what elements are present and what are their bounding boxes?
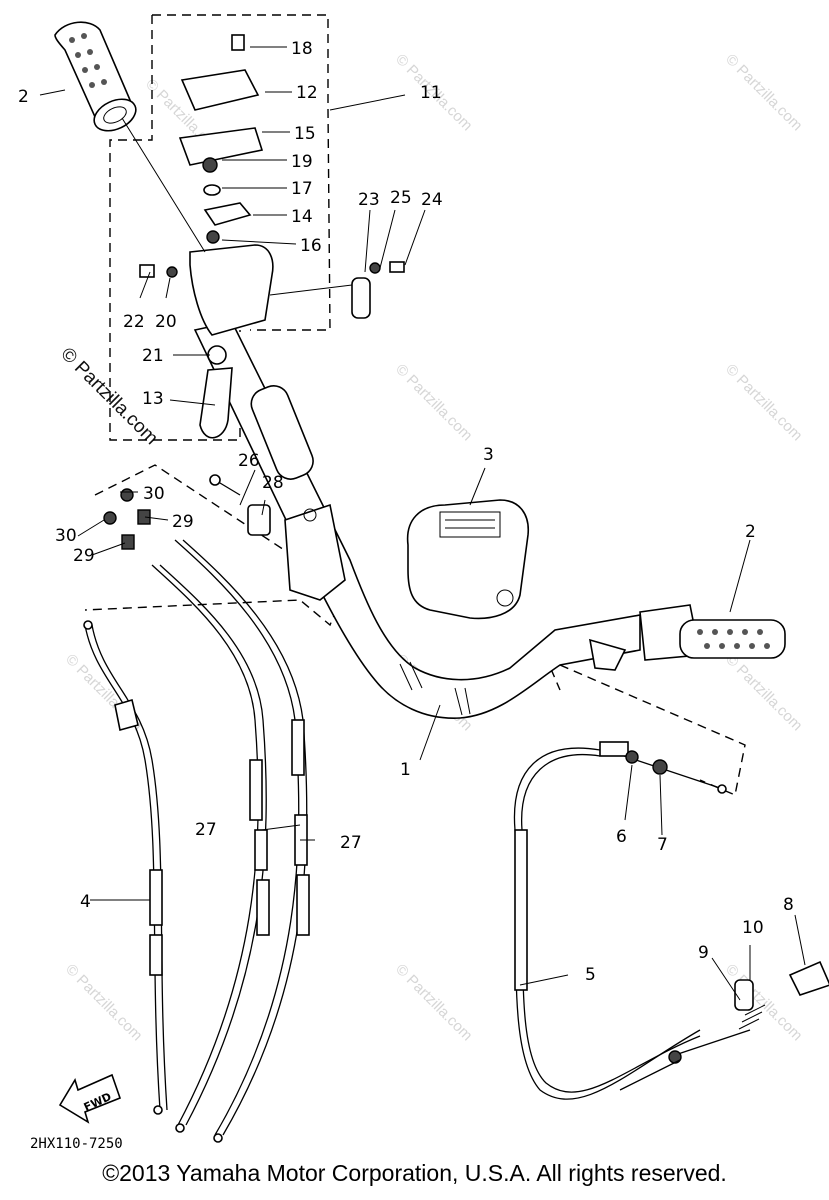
callout-3: 3 [483, 445, 494, 465]
callout-22: 22 [123, 312, 145, 332]
callout-7: 7 [657, 835, 668, 855]
callout-15: 15 [294, 124, 316, 144]
lever-kit-box [84, 464, 346, 627]
left-switch-body [139, 34, 405, 439]
watermark: © Partzilla.com [392, 961, 475, 1044]
callout-29-left: 29 [73, 546, 95, 566]
callout-19: 19 [291, 152, 313, 172]
callout-27-left: 27 [195, 820, 217, 840]
callout-17: 17 [291, 179, 313, 199]
callout-21: 21 [142, 346, 164, 366]
callout-20: 20 [155, 312, 177, 332]
callout-29-right: 29 [172, 512, 194, 532]
callout-5: 5 [585, 965, 596, 985]
callout-6: 6 [616, 827, 627, 847]
switch-housing [406, 499, 529, 620]
callout-27-right: 27 [340, 833, 362, 853]
callout-13: 13 [142, 389, 164, 409]
watermark: © Partzilla.com [722, 361, 805, 444]
handlebar [193, 321, 641, 719]
callout-25: 25 [390, 188, 412, 208]
watermark: © Partzilla.com [722, 51, 805, 134]
callout-2-right: 2 [745, 522, 756, 542]
throttle-box [559, 664, 746, 796]
callout-4: 4 [80, 892, 91, 912]
switch-assembly-box-outer [152, 14, 331, 331]
right-grip [588, 604, 786, 671]
callout-18: 18 [291, 39, 313, 59]
callouts: 2 18 12 11 15 19 17 23 25 24 14 16 22 20… [18, 39, 794, 985]
callout-11: 11 [420, 83, 442, 103]
callout-9: 9 [698, 943, 709, 963]
callout-23: 23 [358, 190, 380, 210]
watermark: © Partzilla.com [722, 651, 805, 734]
watermark: © Partzilla.com [62, 961, 145, 1044]
callout-1: 1 [400, 760, 411, 780]
callout-30-top: 30 [143, 484, 165, 504]
callout-28: 28 [262, 473, 284, 493]
callout-8: 8 [783, 895, 794, 915]
copyright-notice: ©2013 Yamaha Motor Corporation, U.S.A. A… [102, 1160, 727, 1186]
callout-10: 10 [742, 918, 764, 938]
callout-12: 12 [296, 83, 318, 103]
callout-16: 16 [300, 236, 322, 256]
fwd-arrow: FWD [58, 1073, 122, 1124]
left-grip [54, 21, 137, 132]
callout-14: 14 [291, 207, 313, 227]
callout-30-left: 30 [55, 526, 77, 546]
lever-bracket [103, 474, 346, 601]
watermark: © Partzilla.com [392, 361, 475, 444]
drawing-code: 2HX110-7250 [30, 1136, 123, 1152]
callout-26: 26 [238, 451, 260, 471]
callout-2-left: 2 [18, 87, 29, 107]
leader-lines [39, 46, 806, 1001]
callout-24: 24 [421, 190, 443, 210]
